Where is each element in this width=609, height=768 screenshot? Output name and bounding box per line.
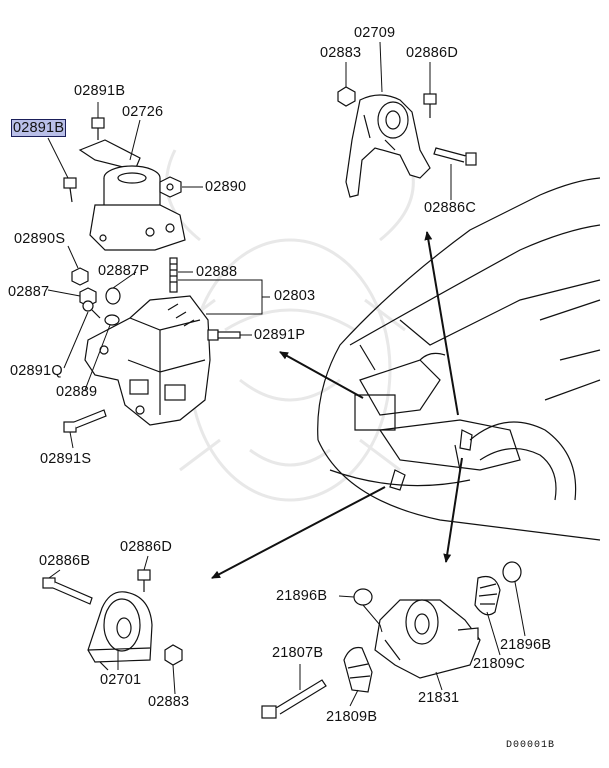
part-label-02883-top: 02883 bbox=[320, 45, 362, 61]
nut-02883-bottom bbox=[164, 644, 183, 666]
stopper-21809C bbox=[474, 575, 501, 616]
bolt-02886D-bottom bbox=[137, 569, 151, 592]
engine-mount-02709 bbox=[345, 94, 431, 198]
part-label-02701: 02701 bbox=[100, 672, 142, 688]
nut-02883-top bbox=[337, 86, 356, 107]
bolt-02886D-top bbox=[423, 93, 437, 118]
drawing-code: D00001B bbox=[506, 740, 556, 751]
part-label-02890: 02890 bbox=[205, 179, 247, 195]
part-label-02883-bottom: 02883 bbox=[148, 694, 190, 710]
part-label-02891S: 02891S bbox=[40, 451, 92, 467]
bolt-02891B-side bbox=[63, 177, 77, 203]
leader-lines bbox=[47, 41, 526, 707]
part-label-21831: 21831 bbox=[418, 690, 460, 706]
part-label-02891P: 02891P bbox=[254, 327, 306, 343]
bushing-02889 bbox=[104, 314, 120, 326]
nut-02887 bbox=[79, 287, 97, 307]
bracket-assembly-02803 bbox=[84, 295, 211, 426]
nut-02890 bbox=[159, 176, 182, 198]
part-label-02888: 02888 bbox=[196, 264, 238, 280]
location-arrows bbox=[211, 231, 463, 579]
nut-21896B-right bbox=[502, 561, 522, 583]
part-label-21807B: 21807B bbox=[272, 645, 324, 661]
part-label-02803: 02803 bbox=[274, 288, 316, 304]
part-label-02891B-highlighted[interactable]: 02891B bbox=[10, 119, 67, 137]
bolt-02891B-top bbox=[91, 117, 105, 140]
bolt-02891S bbox=[63, 409, 107, 433]
part-label-02886B: 02886B bbox=[39, 553, 91, 569]
vehicle-outline bbox=[317, 177, 601, 541]
engine-mount-02701 bbox=[87, 591, 153, 671]
part-label-02726: 02726 bbox=[122, 104, 164, 120]
part-label-02709: 02709 bbox=[354, 25, 396, 41]
part-label-21896B-right: 21896B bbox=[500, 637, 552, 653]
part-label-02886C: 02886C bbox=[424, 200, 476, 216]
nut-02890S bbox=[71, 267, 89, 286]
stud-02888 bbox=[169, 257, 178, 293]
bolt-02886B bbox=[42, 577, 93, 605]
engine-mount-21831 bbox=[374, 599, 481, 679]
bolt-21807B bbox=[261, 679, 327, 719]
part-label-02890S: 02890S bbox=[14, 231, 66, 247]
nut-21896B-top bbox=[353, 588, 373, 606]
part-label-02891Q: 02891Q bbox=[10, 363, 63, 379]
part-label-21896B-top: 21896B bbox=[276, 588, 328, 604]
part-label-02889: 02889 bbox=[56, 384, 98, 400]
part-label-02887: 02887 bbox=[8, 284, 50, 300]
washer-02887P bbox=[105, 287, 121, 305]
bolt-02891Q bbox=[82, 300, 101, 319]
bolt-02886C bbox=[433, 147, 477, 166]
part-label-02886D-top: 02886D bbox=[406, 45, 458, 61]
bolt-02891P bbox=[207, 329, 241, 341]
stopper-21809B bbox=[343, 646, 373, 693]
engine-mount-02726 bbox=[78, 139, 186, 251]
part-label-21809B: 21809B bbox=[326, 709, 378, 725]
part-label-02887P: 02887P bbox=[98, 263, 150, 279]
part-label-02891B: 02891B bbox=[74, 83, 126, 99]
part-label-02886D-bottom: 02886D bbox=[120, 539, 172, 555]
part-label-21809C: 21809C bbox=[473, 656, 525, 672]
